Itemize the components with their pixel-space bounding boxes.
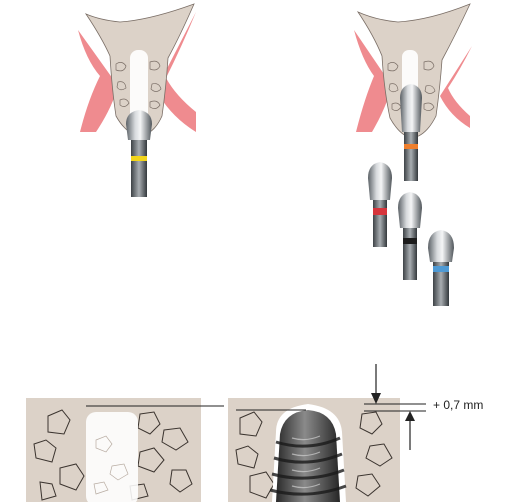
osteotome-ring-blue <box>433 266 449 272</box>
right-osteotome-ring-orange <box>404 144 418 149</box>
osteotome-set <box>368 162 454 306</box>
bottom-left-osteotomy <box>86 412 138 502</box>
osteotome-ring-black <box>403 238 417 244</box>
dimension-label: + 0,7 mm <box>433 398 483 412</box>
right-right-gum <box>440 46 472 128</box>
osteotome-black <box>398 192 422 280</box>
left-socket-illustration <box>78 4 196 197</box>
osteotome-red <box>368 162 392 247</box>
osteotome-blue <box>428 230 454 306</box>
bottom-left-bone-block <box>26 398 224 502</box>
arrow-up-icon <box>405 411 415 450</box>
bottom-right-bone-block <box>228 398 400 502</box>
osteotome-ring-red <box>373 208 387 215</box>
left-osteotome-ring-yellow <box>131 156 147 161</box>
right-socket-illustration <box>354 4 472 181</box>
dental-implant <box>270 404 346 502</box>
left-osteotome <box>126 110 152 197</box>
